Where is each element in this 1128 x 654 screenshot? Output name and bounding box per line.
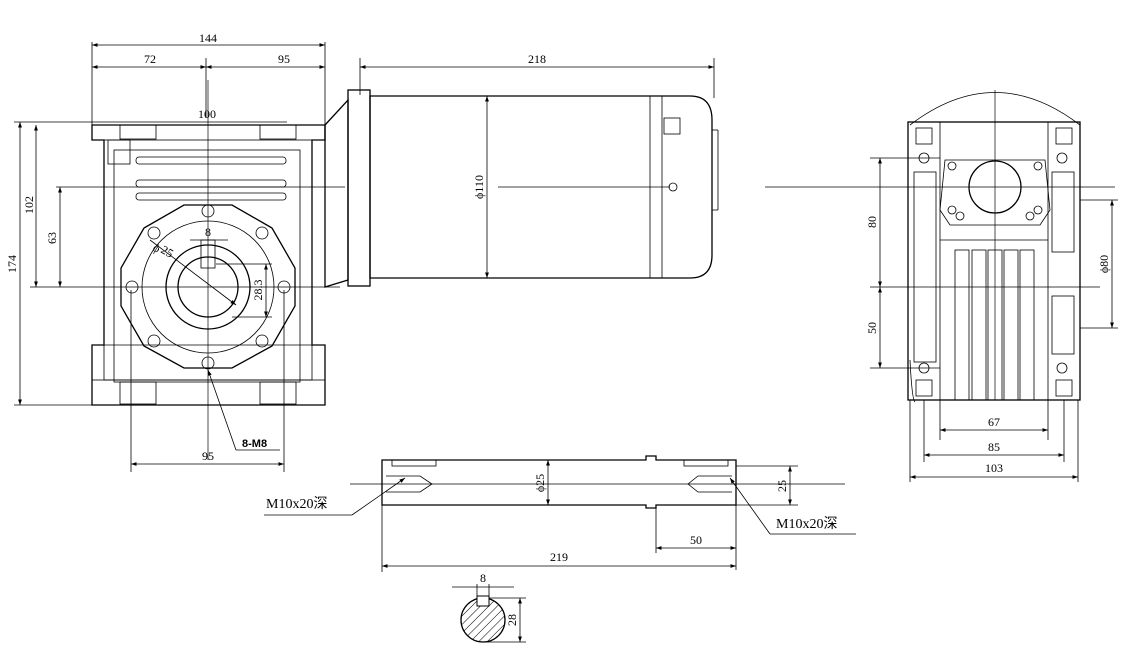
gearbox-housing — [91, 124, 326, 406]
dim-motor-diameter-value: 110 — [472, 175, 486, 193]
dim-key-width: 8 — [205, 225, 211, 239]
side-housing — [907, 121, 1081, 401]
right-thread-note: M10x20深 — [776, 516, 837, 532]
dim-motor-diameter: ϕ110 — [472, 175, 486, 199]
output-flange — [120, 204, 296, 369]
dim-key-depth: 28.3 — [251, 280, 265, 301]
dim-side-overall-width: 103 — [985, 461, 1003, 475]
dim-mid-width: 85 — [988, 440, 1000, 454]
dim-key-height: 25 — [775, 480, 789, 492]
motor-view: 218 ϕ110 — [324, 52, 719, 288]
bolt-note: 8-M8 — [242, 438, 267, 450]
dim-overall-height: 174 — [5, 255, 19, 273]
motor-body — [369, 95, 713, 279]
dim-total-length: 219 — [550, 550, 568, 564]
motor-adapter — [347, 89, 371, 287]
dim-section-height: 28 — [505, 614, 519, 626]
dim-centre-distance: 100 — [198, 107, 216, 121]
dim-flange-diameter: ϕ80 — [1097, 255, 1111, 273]
dim-inner-width: 67 — [988, 415, 1000, 429]
dim-section-key-width: 8 — [480, 571, 486, 585]
dim-shaft-diameter: ϕ25 — [533, 474, 547, 492]
left-thread-note: M10x20深 — [266, 496, 327, 512]
dim-left-half: 72 — [144, 52, 156, 66]
dim-lower-offset: 50 — [865, 322, 879, 334]
dim-key-length: 50 — [690, 533, 702, 547]
front-view: 144 72 95 100 174 102 63 — [5, 31, 345, 472]
dim-shaft-diameter-value: 25 — [533, 474, 547, 486]
dim-upper-height: 102 — [22, 196, 36, 214]
dim-upper-offset: 80 — [865, 216, 879, 228]
shaft-view: ϕ25 25 M10x20深 M10x20深 50 219 — [264, 455, 856, 572]
dim-motor-length: 218 — [528, 52, 546, 66]
output-shaft — [381, 455, 737, 509]
dim-bolt-span: 95 — [202, 449, 214, 463]
dim-overall-width: 144 — [199, 31, 217, 45]
dim-right-half: 95 — [278, 52, 290, 66]
key-section: 8 28 — [452, 571, 526, 643]
dim-flange-diameter-value: 80 — [1097, 255, 1111, 267]
side-view: 80 50 ϕ80 67 85 103 — [765, 90, 1118, 482]
dim-shaft-height: 63 — [45, 232, 59, 244]
